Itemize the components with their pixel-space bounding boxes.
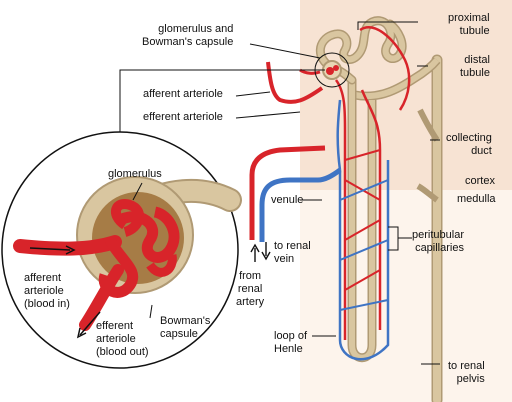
label-peritubular-capillaries: peritubular capillaries	[412, 229, 464, 255]
label-inset-efferent: efferent arteriole (blood out)	[96, 320, 149, 359]
label-medulla: medulla	[457, 193, 496, 205]
label-venule: venule	[271, 194, 304, 206]
leader-lines	[119, 21, 440, 365]
label-proximal-tubule: proximal tubule	[448, 12, 490, 38]
label-to-renal-vein-line2: vein	[274, 253, 295, 265]
label-inset-afferent-line1: afferent	[24, 272, 62, 284]
distal-tubule	[354, 57, 441, 101]
label-glomerulus-bowmans-line2: Bowman's capsule	[142, 36, 234, 48]
label-inset-bowmans: Bowman's capsule	[160, 315, 210, 341]
label-inset-bowmans-line1: Bowman's	[160, 315, 211, 327]
loop-of-henle	[347, 80, 377, 363]
label-from-renal-artery: from renal artery	[236, 270, 264, 309]
label-distal-tubule-line2: tubule	[460, 67, 490, 79]
label-from-renal-artery-line1: from	[239, 270, 262, 282]
label-from-renal-artery-line2: renal	[237, 283, 263, 295]
label-to-renal-vein: to renal vein	[274, 240, 311, 266]
label-to-renal-pelvis-line1: to renal	[448, 360, 485, 372]
label-inset-bowmans-line2: capsule	[160, 328, 198, 340]
label-distal-tubule: distal tubule	[460, 54, 490, 80]
label-cortex: cortex	[465, 175, 495, 187]
label-peritubular-capillaries-line1: peritubular	[412, 229, 464, 241]
label-to-renal-pelvis-line2: pelvis	[456, 373, 485, 385]
label-to-renal-pelvis: to renal pelvis	[448, 360, 485, 386]
label-to-renal-vein-line1: to renal	[274, 240, 311, 252]
label-inset-afferent-line2: arteriole	[24, 285, 64, 297]
vein-vessels	[259, 99, 390, 361]
label-afferent-arteriole: afferent arteriole	[143, 88, 223, 100]
label-collecting-duct-line2: duct	[471, 145, 492, 157]
label-inset-afferent: afferent arteriole (blood in)	[24, 272, 70, 311]
magnified-glomerulus-inset	[1, 131, 242, 369]
label-efferent-arteriole: efferent arteriole	[143, 111, 223, 123]
label-inset-efferent-line1: efferent	[96, 320, 134, 332]
label-loop-of-henle-line1: loop of	[274, 330, 308, 342]
label-inset-efferent-line3: (blood out)	[96, 346, 149, 358]
label-collecting-duct: collecting duct	[446, 132, 492, 158]
label-loop-of-henle: loop of Henle	[274, 330, 307, 356]
label-glomerulus-bowmans: glomerulus and Bowman's capsule	[142, 23, 233, 49]
label-inset-glomerulus: glomerulus	[108, 168, 162, 180]
renal-flow-arrows	[250, 242, 271, 262]
label-from-renal-artery-line3: artery	[236, 296, 265, 308]
label-proximal-tubule-line2: tubule	[459, 25, 490, 37]
label-proximal-tubule-line1: proximal	[448, 12, 490, 24]
label-loop-of-henle-line2: Henle	[274, 343, 303, 355]
label-distal-tubule-line1: distal	[464, 54, 490, 66]
collecting-duct	[416, 54, 443, 402]
medulla-region	[300, 190, 512, 402]
label-inset-efferent-line2: arteriole	[96, 333, 136, 345]
label-collecting-duct-line1: collecting	[446, 132, 492, 144]
label-glomerulus-bowmans-line1: glomerulus and	[158, 23, 234, 35]
label-inset-afferent-line3: (blood in)	[24, 298, 70, 310]
capillary-tuft	[13, 199, 180, 331]
label-peritubular-capillaries-line2: capillaries	[415, 242, 464, 254]
glomerulus-main	[322, 60, 342, 80]
